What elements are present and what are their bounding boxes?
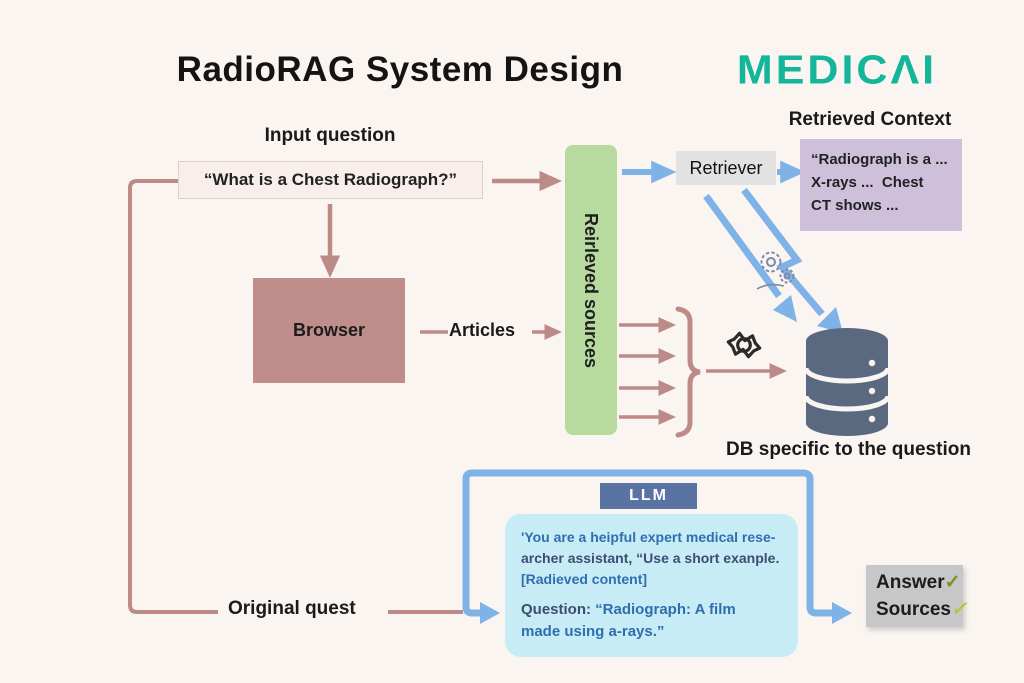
page-title: RadioRAG System Design <box>176 50 624 89</box>
browser-box: Browser <box>253 278 405 383</box>
retrieved-context-box: “Radiograph is a ... X-rays ... Chest CT… <box>800 139 962 231</box>
llm-flow-path <box>462 469 852 624</box>
retrieved-context-line: X-rays ... Chest <box>811 174 924 191</box>
sources-row: Sources✓ <box>876 596 967 623</box>
answer-label: Answer <box>876 572 945 593</box>
retrieved-context-title: Retrieved Context <box>788 109 952 130</box>
retrieved-sources-label: Reirleved sources <box>581 212 602 368</box>
retrieved-sources-box: Reirleved sources <box>565 145 617 435</box>
articles-label: Articles <box>449 320 516 340</box>
db-label: DB specific to the question <box>726 439 971 460</box>
database-icon <box>803 328 891 436</box>
arrows-sources-to-brace <box>619 317 676 425</box>
medicai-logo: MEDICΛI <box>736 47 938 93</box>
llm-prompt-box: 'You are a heipful expert medical rese- … <box>505 514 798 657</box>
prompt-question: Question: “Radiograph: A film made using… <box>521 599 786 643</box>
input-question-box: “What is a Chest Radiograph?” <box>178 161 483 199</box>
gear-icon <box>726 331 762 359</box>
question-label: Question: <box>521 601 591 618</box>
lightning-arrow-to-db <box>741 187 843 333</box>
answer-check-icon: ✓ <box>944 572 961 593</box>
gears-icon <box>756 251 795 290</box>
sources-label: Sources <box>876 599 951 620</box>
input-question-label: Input question <box>264 125 396 146</box>
retrieved-context-line: “Radiograph is a ... <box>811 151 948 168</box>
arrow-retriever-to-db <box>703 193 797 322</box>
sources-check-icon: ✓ <box>950 599 967 620</box>
llm-box: LLM <box>600 483 697 509</box>
answer-row: Answer✓ <box>876 569 963 596</box>
prompt-line: [Radieved content] <box>521 571 648 587</box>
retrieved-context-line: CT shows ... <box>811 197 899 214</box>
curly-brace <box>675 306 701 438</box>
original-quest-label: Original quest <box>228 598 356 619</box>
question-text-line2: made using a-rays.” <box>521 623 665 640</box>
retriever-box: Retriever <box>676 151 776 185</box>
question-text-line1: “Radiograph: A film <box>591 601 736 618</box>
prompt-line: 'You are a heipful expert medical rese- <box>521 529 776 545</box>
answer-sources-box: Answer✓ Sources✓ <box>866 565 967 627</box>
prompt-line: archer assistant, “Use a short exanple. <box>521 550 780 566</box>
original-question-loop-line <box>128 179 463 614</box>
